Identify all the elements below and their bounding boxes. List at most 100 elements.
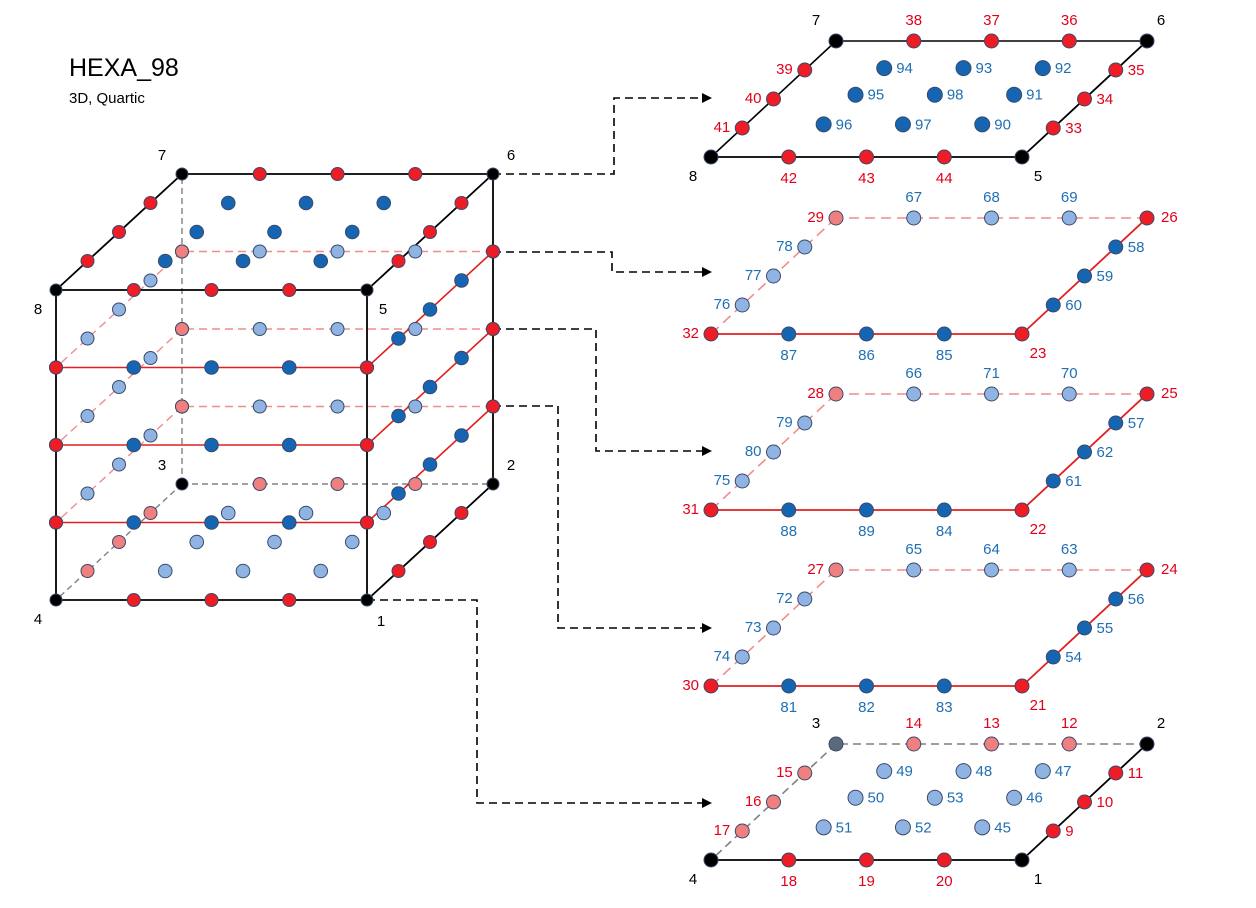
cube-corner-label: 7 <box>158 147 166 164</box>
slice-edge-node <box>984 210 999 226</box>
layer-arrow-line <box>493 328 704 452</box>
side-face-node <box>454 273 469 288</box>
layer-node <box>112 380 126 394</box>
layer-node <box>252 244 267 259</box>
cube-edge-node <box>252 167 267 181</box>
slice-corner-label: 1 <box>1034 871 1042 888</box>
slice-corner-node <box>703 852 719 868</box>
cube-edge-node <box>391 564 406 578</box>
slice-interior-node <box>876 60 893 77</box>
slice-corner-label: 27 <box>807 561 824 578</box>
front-face-node <box>204 515 219 530</box>
bottom-face-node <box>157 563 173 579</box>
slice-node-label: 42 <box>780 170 797 187</box>
slice-edge-node <box>859 326 874 342</box>
layer-corner-node <box>175 322 189 336</box>
slice-edge-node <box>1108 62 1124 78</box>
slice-edge-node <box>1045 823 1061 839</box>
cube-edge-node <box>391 254 406 268</box>
layer-node <box>408 399 423 414</box>
slice-interior-node <box>815 116 832 133</box>
layer-corner-node <box>486 244 500 259</box>
cube-edge-node <box>454 196 469 210</box>
slice-corner-node <box>828 33 844 49</box>
slice-corner-label: 29 <box>807 209 824 226</box>
slice-edge-node <box>734 473 750 489</box>
layer-node <box>80 486 95 501</box>
slice-node-label: 62 <box>1097 444 1114 461</box>
cube-edge-node <box>143 506 158 520</box>
connection-lines <box>55 40 1148 861</box>
slice-interior-node <box>1034 60 1051 77</box>
slice-interior-label: 95 <box>868 87 885 104</box>
slice-edge-node <box>797 591 813 607</box>
layer-arrow-line <box>493 405 704 629</box>
slice-corner-node <box>1014 502 1030 518</box>
slice-node-label: 65 <box>905 541 922 558</box>
slice-corner-node <box>1139 736 1155 752</box>
slice-edge-node <box>906 210 922 226</box>
layer-node <box>112 457 126 472</box>
slice-node-label: 19 <box>858 873 875 890</box>
cube-edge-node <box>282 593 297 607</box>
slice-edge-node <box>734 823 750 839</box>
slice-edge-node <box>984 33 999 49</box>
side-face-node <box>391 331 406 346</box>
top-face-node <box>189 224 205 240</box>
slice-interior-node <box>1006 789 1023 806</box>
slice-edge-node <box>1061 562 1077 578</box>
layer-node <box>330 399 345 414</box>
slice-node-label: 14 <box>905 715 922 732</box>
slice-edge-node <box>766 620 781 636</box>
bottom-face-node <box>235 563 251 579</box>
slice-node-label: 74 <box>714 648 731 665</box>
side-face-node <box>454 350 469 366</box>
slice-edge-node <box>859 678 874 694</box>
front-face-node <box>126 360 142 375</box>
cube-edge-node <box>423 225 437 239</box>
cube-corner-node <box>486 477 500 491</box>
slice-interior-label: 48 <box>976 763 993 780</box>
slice-node-label: 79 <box>776 414 793 431</box>
slice-edge-node <box>797 415 813 431</box>
slice-node-label: 36 <box>1061 12 1078 29</box>
bottom-face-node <box>344 534 360 550</box>
cube-edge-node <box>454 506 469 520</box>
slice-interior-node <box>847 86 864 103</box>
slice-interior-label: 51 <box>836 819 853 836</box>
layer-node <box>408 244 423 259</box>
slice-edge-node <box>781 149 797 165</box>
slice-corner-node <box>1139 562 1155 578</box>
side-face-node <box>422 379 438 395</box>
slice-corner-node <box>1139 210 1155 226</box>
slice-node-label: 41 <box>714 119 731 136</box>
layer-node <box>112 302 126 317</box>
slice-interior-label: 98 <box>947 87 964 104</box>
slice-edge-node <box>984 386 999 402</box>
cube-corner-label: 4 <box>34 611 42 628</box>
layer-corner-node <box>175 244 189 259</box>
slice-node-label: 72 <box>776 590 793 607</box>
slice-edge-node <box>1061 386 1077 402</box>
slice-corner-label: 4 <box>689 871 697 888</box>
slice-edge-node <box>859 502 874 518</box>
layer-arrow-head <box>702 446 712 456</box>
top-face-node <box>220 195 236 211</box>
slice-corner-node <box>828 210 844 226</box>
top-face-node <box>235 253 251 269</box>
slice-interior-label: 94 <box>896 60 913 77</box>
layer-node <box>330 244 345 259</box>
slice-interior-label: 53 <box>947 790 964 807</box>
slice-interior-node <box>847 789 864 806</box>
slice-corner-label: 23 <box>1030 345 1047 362</box>
cube-corner-label: 2 <box>507 457 515 474</box>
bottom-face-node <box>189 534 205 550</box>
slice-node-label: 70 <box>1061 365 1078 382</box>
slice-node-label: 39 <box>776 61 793 78</box>
top-face-node <box>267 224 282 240</box>
slice-interior-label: 49 <box>896 763 913 780</box>
slice-node-label: 44 <box>936 170 953 187</box>
slice-node-label: 16 <box>745 793 762 810</box>
cube-edge-node <box>330 477 345 491</box>
slice-edge-node <box>797 62 813 78</box>
